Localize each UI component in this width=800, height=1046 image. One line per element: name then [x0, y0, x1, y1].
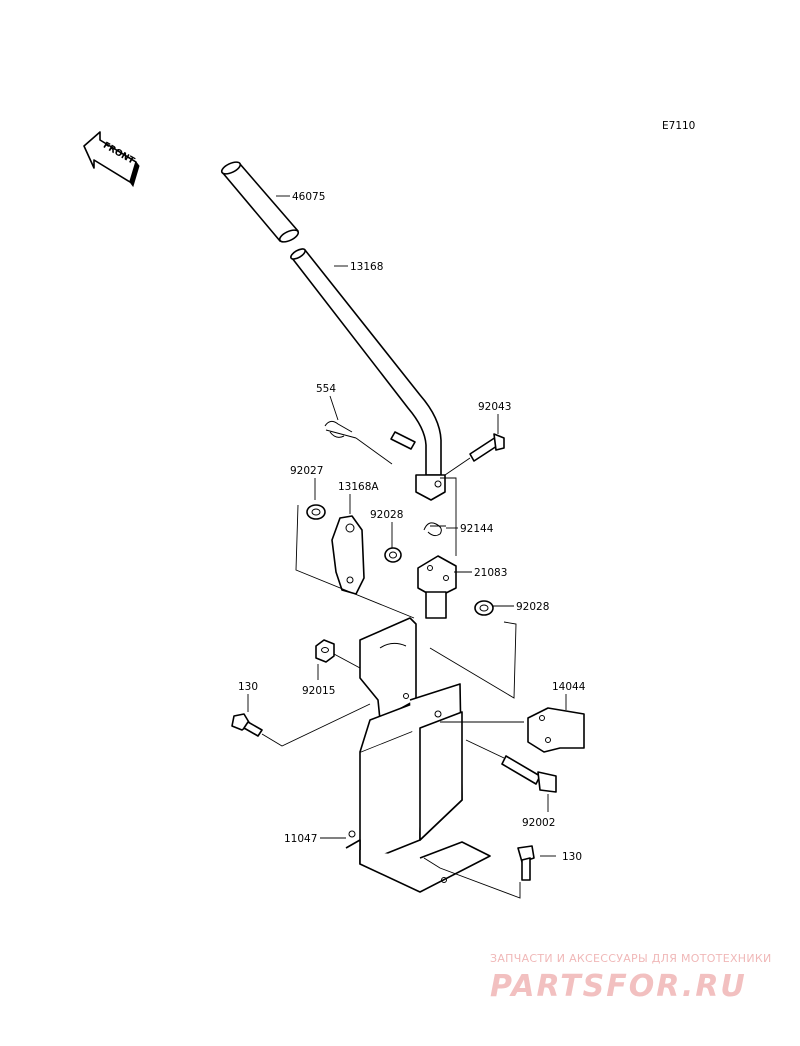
nut-92015 — [315, 639, 335, 663]
bracket-14044 — [527, 707, 585, 753]
spring-92144 — [423, 522, 446, 537]
pin-92043 — [444, 433, 505, 476]
label-92028-upper: 92028 — [370, 509, 403, 521]
leader-lines — [247, 195, 567, 899]
watermark-brand: PARTSFOR.RU — [490, 969, 747, 1004]
label-11047: 11047 — [284, 833, 317, 845]
label-21083: 21083 — [474, 567, 507, 579]
watermark: ЗАПЧАСТИ И АКСЕССУАРЫ ДЛЯ МОТОТЕХНИКИ PA… — [490, 952, 772, 1004]
collar-92028-upper — [384, 547, 402, 563]
grip-46075 — [220, 161, 300, 243]
part-labels: 46075 13168 554 92043 92027 13168A 92028… — [238, 191, 586, 863]
bolt-130-right — [517, 845, 535, 881]
bolt-130-left — [231, 713, 263, 737]
diagram-code: E7110 — [662, 120, 695, 132]
label-130-right: 130 — [562, 851, 582, 863]
label-554: 554 — [316, 383, 336, 395]
switch-21083 — [417, 555, 457, 619]
housing-11047 — [345, 683, 491, 893]
lever-arm-13168A — [331, 515, 365, 595]
clip-pin-554 — [324, 420, 393, 465]
label-14044: 14044 — [552, 681, 586, 693]
label-13168A: 13168A — [338, 481, 379, 493]
collar-92028-lower — [474, 600, 494, 616]
front-arrow-icon: FRONT — [83, 131, 140, 188]
label-92144: 92144 — [460, 523, 494, 535]
bolt-92002 — [501, 755, 557, 793]
label-13168: 13168 — [350, 261, 383, 273]
watermark-caption: ЗАПЧАСТИ И АКСЕССУАРЫ ДЛЯ МОТОТЕХНИКИ — [490, 952, 772, 965]
label-92027: 92027 — [290, 465, 323, 477]
lever-13168 — [290, 248, 446, 501]
bushing-92027 — [306, 504, 326, 520]
label-92028-lower: 92028 — [516, 601, 549, 613]
label-92002: 92002 — [522, 817, 555, 829]
label-130-left: 130 — [238, 681, 258, 693]
label-46075: 46075 — [292, 191, 325, 203]
label-92015: 92015 — [302, 685, 335, 697]
label-92043: 92043 — [478, 401, 511, 413]
